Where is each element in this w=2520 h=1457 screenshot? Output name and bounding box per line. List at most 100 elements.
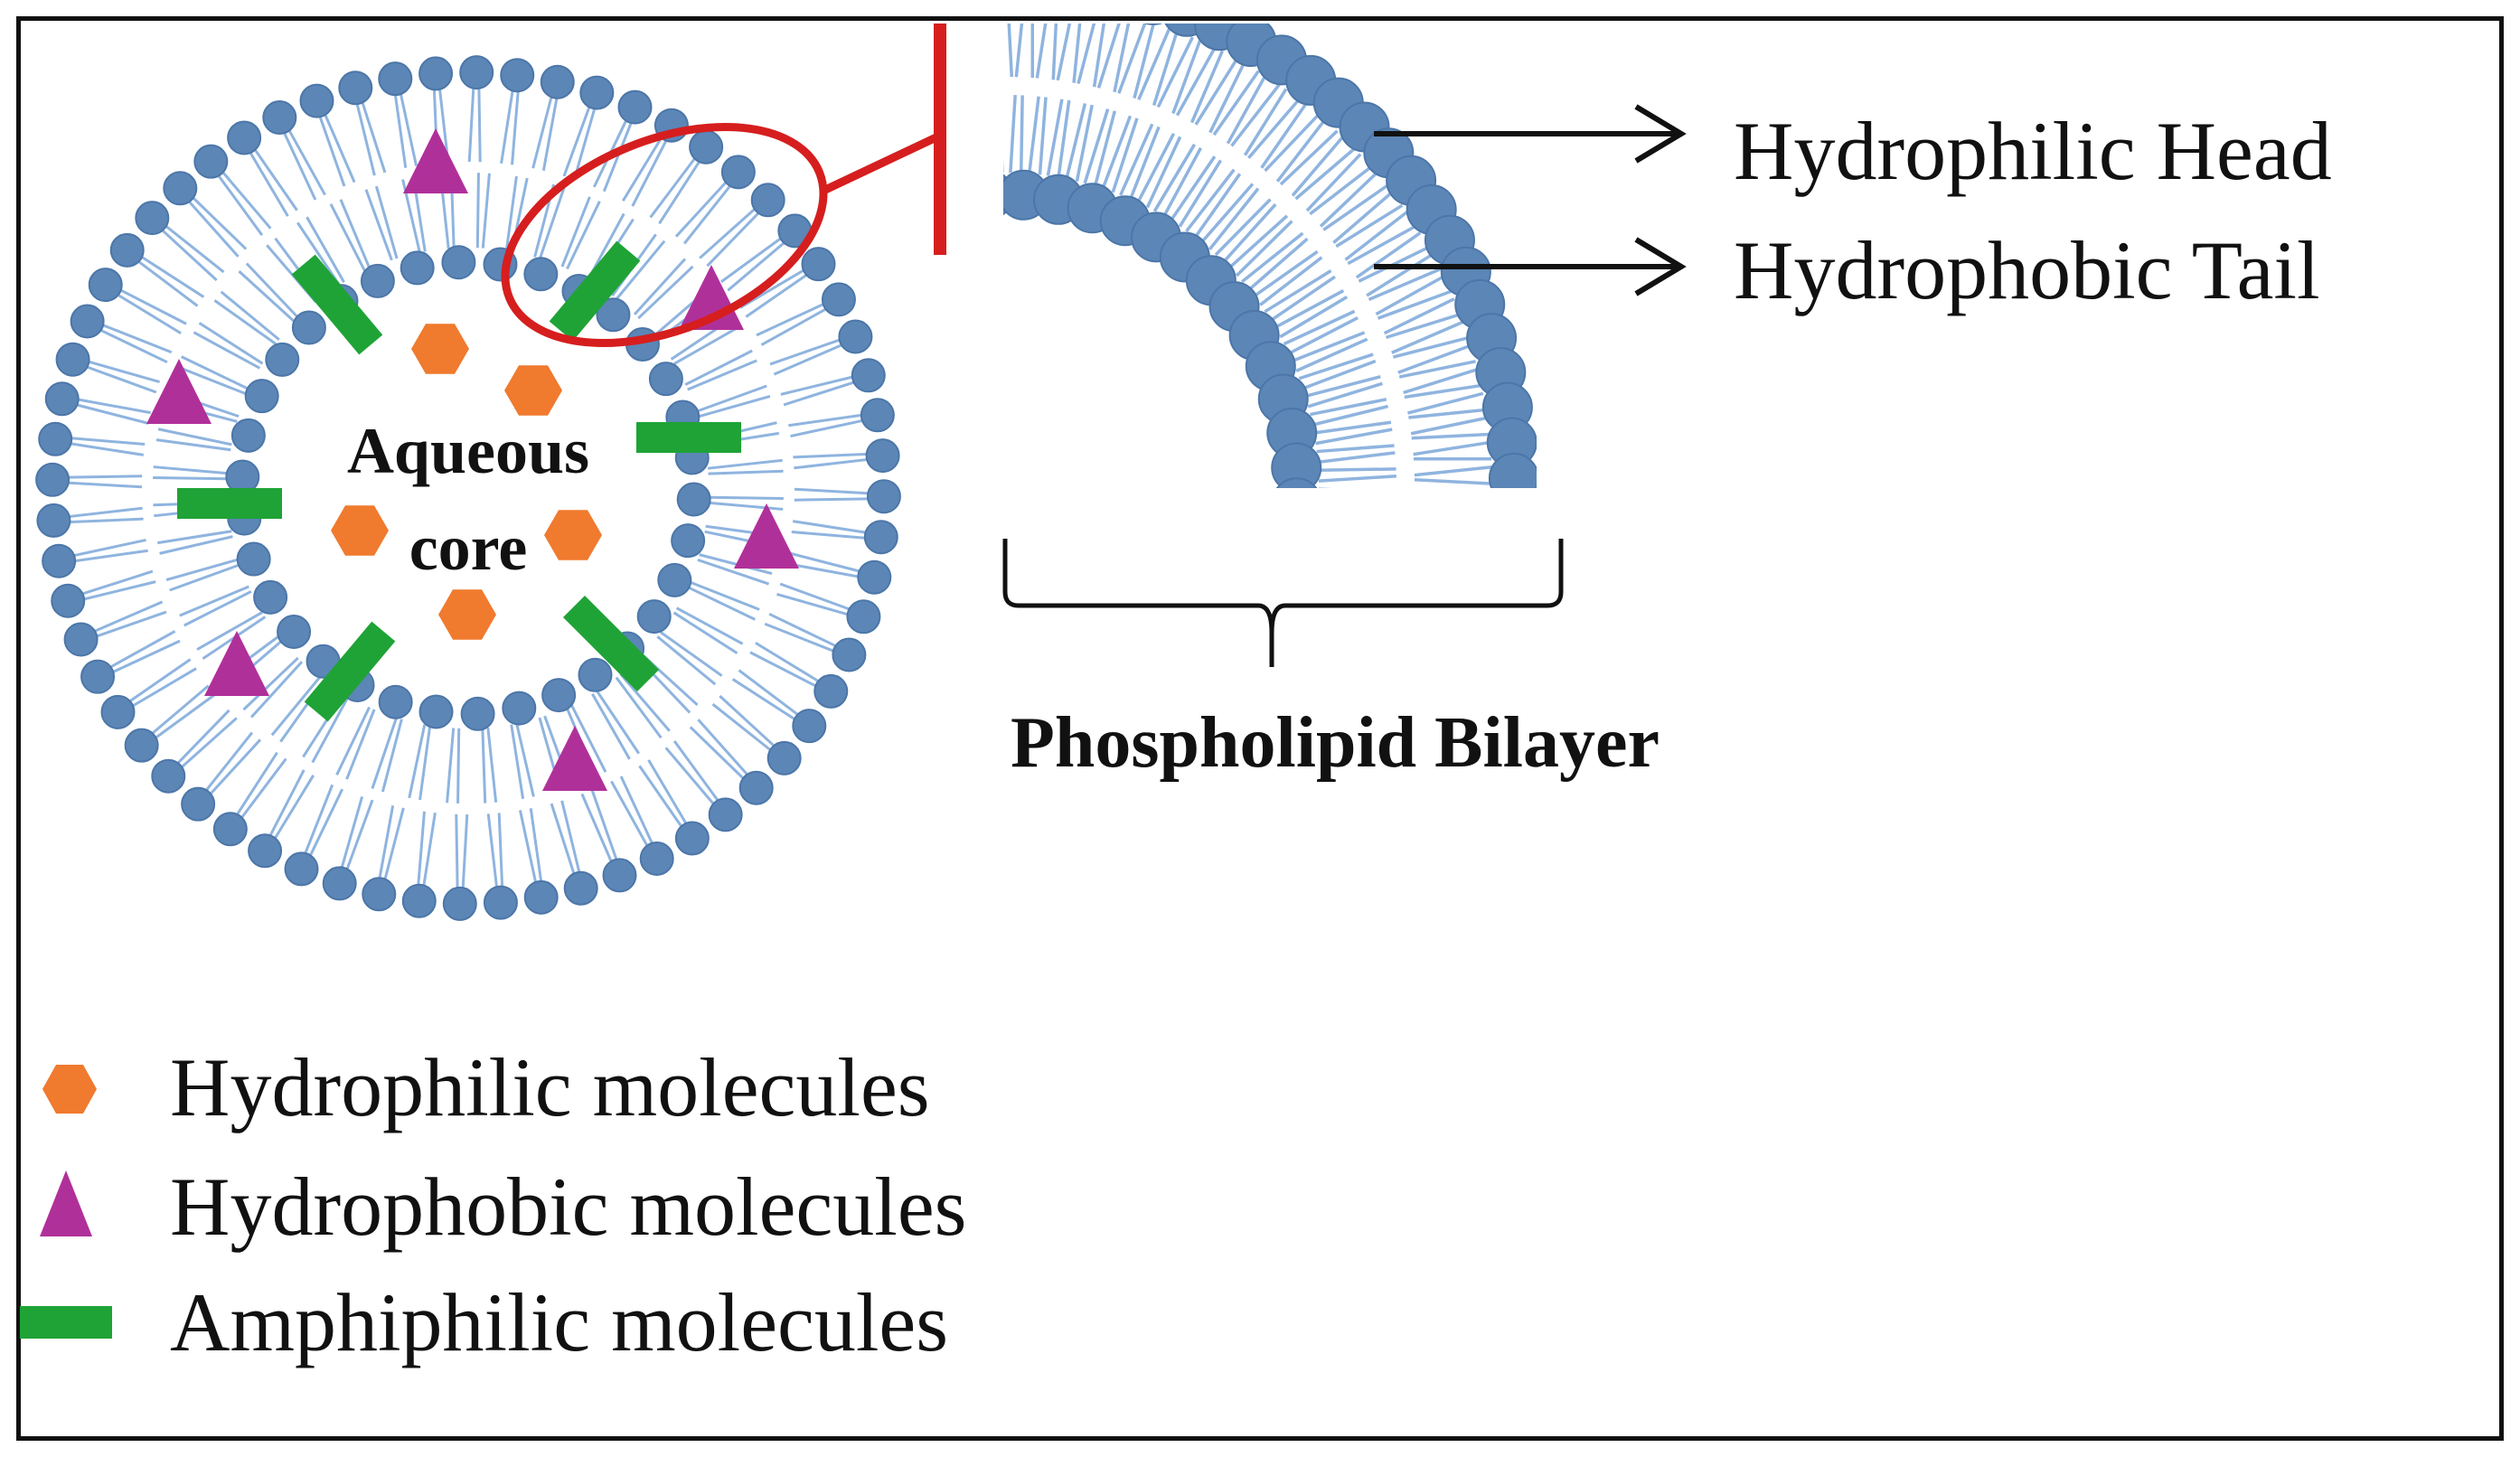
outer-head <box>181 786 216 822</box>
outer-leaflet-tail <box>756 302 825 337</box>
inner-leaflet-tail <box>220 290 280 341</box>
outer-head <box>602 858 637 893</box>
outer-leaflet-tail <box>235 751 278 817</box>
inner-leaflet-tail <box>687 359 757 391</box>
inner-leaflet-tail <box>245 262 300 319</box>
inner-leaflet-tail <box>675 606 744 645</box>
outer-leaflet-tail <box>541 96 559 171</box>
outer-leaflet-tail <box>253 147 298 212</box>
outer-leaflet-tail <box>399 92 418 166</box>
outer-leaflet-tail <box>794 497 870 502</box>
inner-leaflet-tail <box>633 258 687 315</box>
outer-head <box>35 462 71 497</box>
zoom-inner-tail <box>1027 96 1040 174</box>
outer-leaflet-tail <box>764 622 836 653</box>
zoom-inner-tail <box>1003 159 1004 173</box>
legend: Hydrophilic molecules Hydrophobic molecu… <box>20 1041 966 1368</box>
zoom-outer-tail <box>1414 465 1492 477</box>
outer-leaflet-tail <box>75 403 149 425</box>
zoom-outer-tail <box>1014 24 1024 78</box>
outer-leaflet-tail <box>602 120 634 193</box>
zoom-ellipse <box>501 122 828 348</box>
zoom-outer-tail <box>1152 30 1179 107</box>
zoom-inner-tail <box>1193 173 1242 239</box>
zoom-inner-tail <box>1247 237 1309 292</box>
green-bar-icon <box>20 1306 112 1339</box>
outer-leaflet-tail <box>768 612 838 648</box>
inner-leaflet-tail <box>249 661 304 719</box>
aqueous-core-label-line2: core <box>409 512 528 584</box>
inner-head <box>360 263 395 298</box>
inner-leaflet-tail <box>181 355 250 390</box>
zoom-connector-line <box>823 131 942 194</box>
hydrophobic-molecule <box>146 359 212 424</box>
inner-leaflet-tail <box>486 727 498 803</box>
outer-leaflet-tail <box>461 813 469 890</box>
zoom-outer-tail <box>1156 36 1194 108</box>
inner-head <box>253 579 288 615</box>
outer-head <box>813 673 849 709</box>
outer-leaflet-tail <box>72 538 146 558</box>
zoom-inner-tail <box>1128 126 1161 201</box>
inner-leaflet-tail <box>686 586 756 621</box>
inner-head <box>676 482 711 517</box>
zoom-outer-head <box>1059 0 1108 8</box>
zoom-outer-tail <box>1175 46 1217 117</box>
zoom-inner-tail <box>1145 136 1182 209</box>
purple-triangle-icon <box>40 1170 92 1236</box>
outer-leaflet-tail <box>719 236 783 284</box>
zoom-inner-tail <box>1235 220 1293 277</box>
outer-head <box>801 247 836 282</box>
zoom-inner-tail <box>1162 146 1203 218</box>
inner-leaflet-tail <box>707 458 783 470</box>
inner-leaflet-tail <box>481 728 487 804</box>
outer-head <box>100 694 136 729</box>
zoom-outer-tail <box>1171 40 1202 115</box>
outer-head <box>299 83 334 118</box>
zoom-outer-tail <box>1137 27 1171 100</box>
zoom-inner-tail <box>1057 99 1071 178</box>
zoom-outer-tail <box>1208 61 1246 134</box>
outer-head <box>851 358 886 393</box>
inner-leaflet-tail <box>616 240 666 300</box>
outer-leaflet-tail <box>788 413 863 428</box>
zoom-inner-tail <box>1319 487 1332 488</box>
zoom-inner-tail <box>1316 444 1395 454</box>
zoom-inner-tail <box>1046 99 1064 176</box>
outer-head <box>500 58 535 93</box>
zoom-inner-tail <box>1152 143 1197 212</box>
inner-leaflet-tail <box>697 558 770 586</box>
outer-head <box>792 709 827 744</box>
zoom-outer-tail <box>1335 203 1404 249</box>
outer-head <box>617 89 653 125</box>
outer-head <box>708 797 743 832</box>
outer-leaflet-tail <box>187 199 240 258</box>
zoom-outer-tail <box>1035 24 1048 79</box>
outer-leaflet-tail <box>417 811 426 887</box>
outer-leaflet-tail <box>68 517 144 524</box>
outer-head <box>284 851 319 887</box>
zoom-outer-head <box>1489 489 1537 538</box>
zoom-outer-tail <box>1056 24 1072 81</box>
outer-leaflet-tail <box>92 600 164 634</box>
zoom-inner-tail <box>1185 168 1236 232</box>
inner-leaflet-tail <box>339 199 371 269</box>
zoom-outer-tail <box>1007 24 1014 78</box>
zoom-outer-tail <box>1077 24 1096 84</box>
zoom-inner-tail <box>1208 187 1260 251</box>
zoom-outer-tail <box>1194 57 1239 126</box>
outer-leaflet-tail <box>749 651 818 689</box>
inner-leaflet-tail <box>408 724 427 799</box>
outer-leaflet-tail <box>154 692 217 740</box>
outer-head <box>338 70 373 106</box>
inner-head <box>671 523 706 559</box>
zoom-outer-tail <box>1408 408 1487 419</box>
zoom-outer-tail <box>1072 24 1082 83</box>
outer-leaflet-tail <box>658 159 701 225</box>
inner-leaflet-tail <box>570 704 607 773</box>
inner-leaflet-tail <box>306 216 345 283</box>
outer-leaflet-tail <box>674 180 729 238</box>
liposome-tails <box>66 86 870 890</box>
inner-leaflet-tail <box>637 265 694 320</box>
